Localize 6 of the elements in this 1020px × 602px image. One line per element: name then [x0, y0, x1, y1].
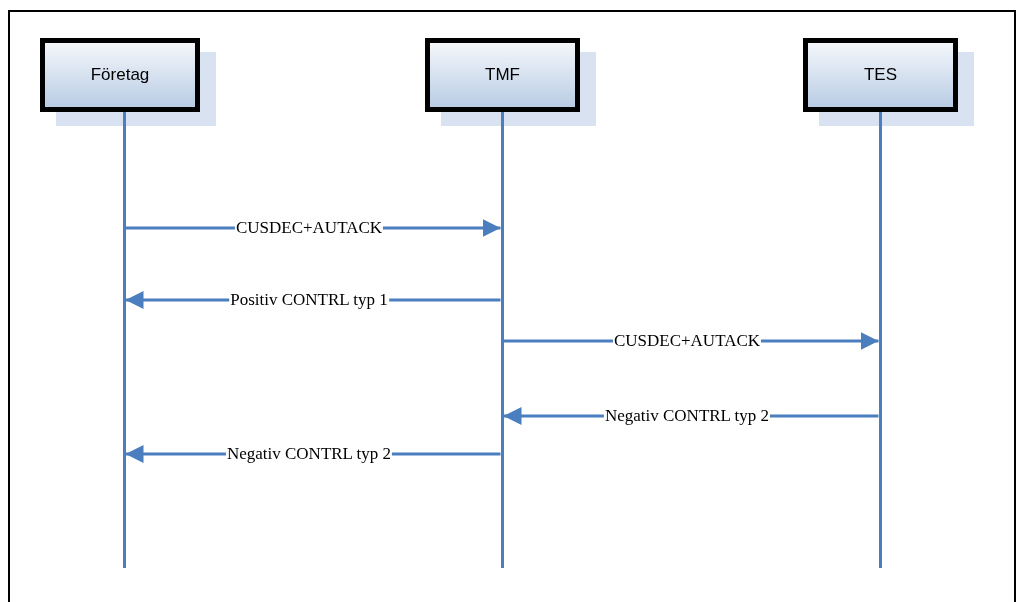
lifeline — [122, 112, 126, 568]
lifeline — [500, 112, 504, 568]
participant-name: TES — [863, 65, 898, 85]
lifeline — [878, 112, 882, 568]
participant-name: Företag — [90, 65, 150, 85]
participant-name: TMF — [485, 65, 520, 85]
